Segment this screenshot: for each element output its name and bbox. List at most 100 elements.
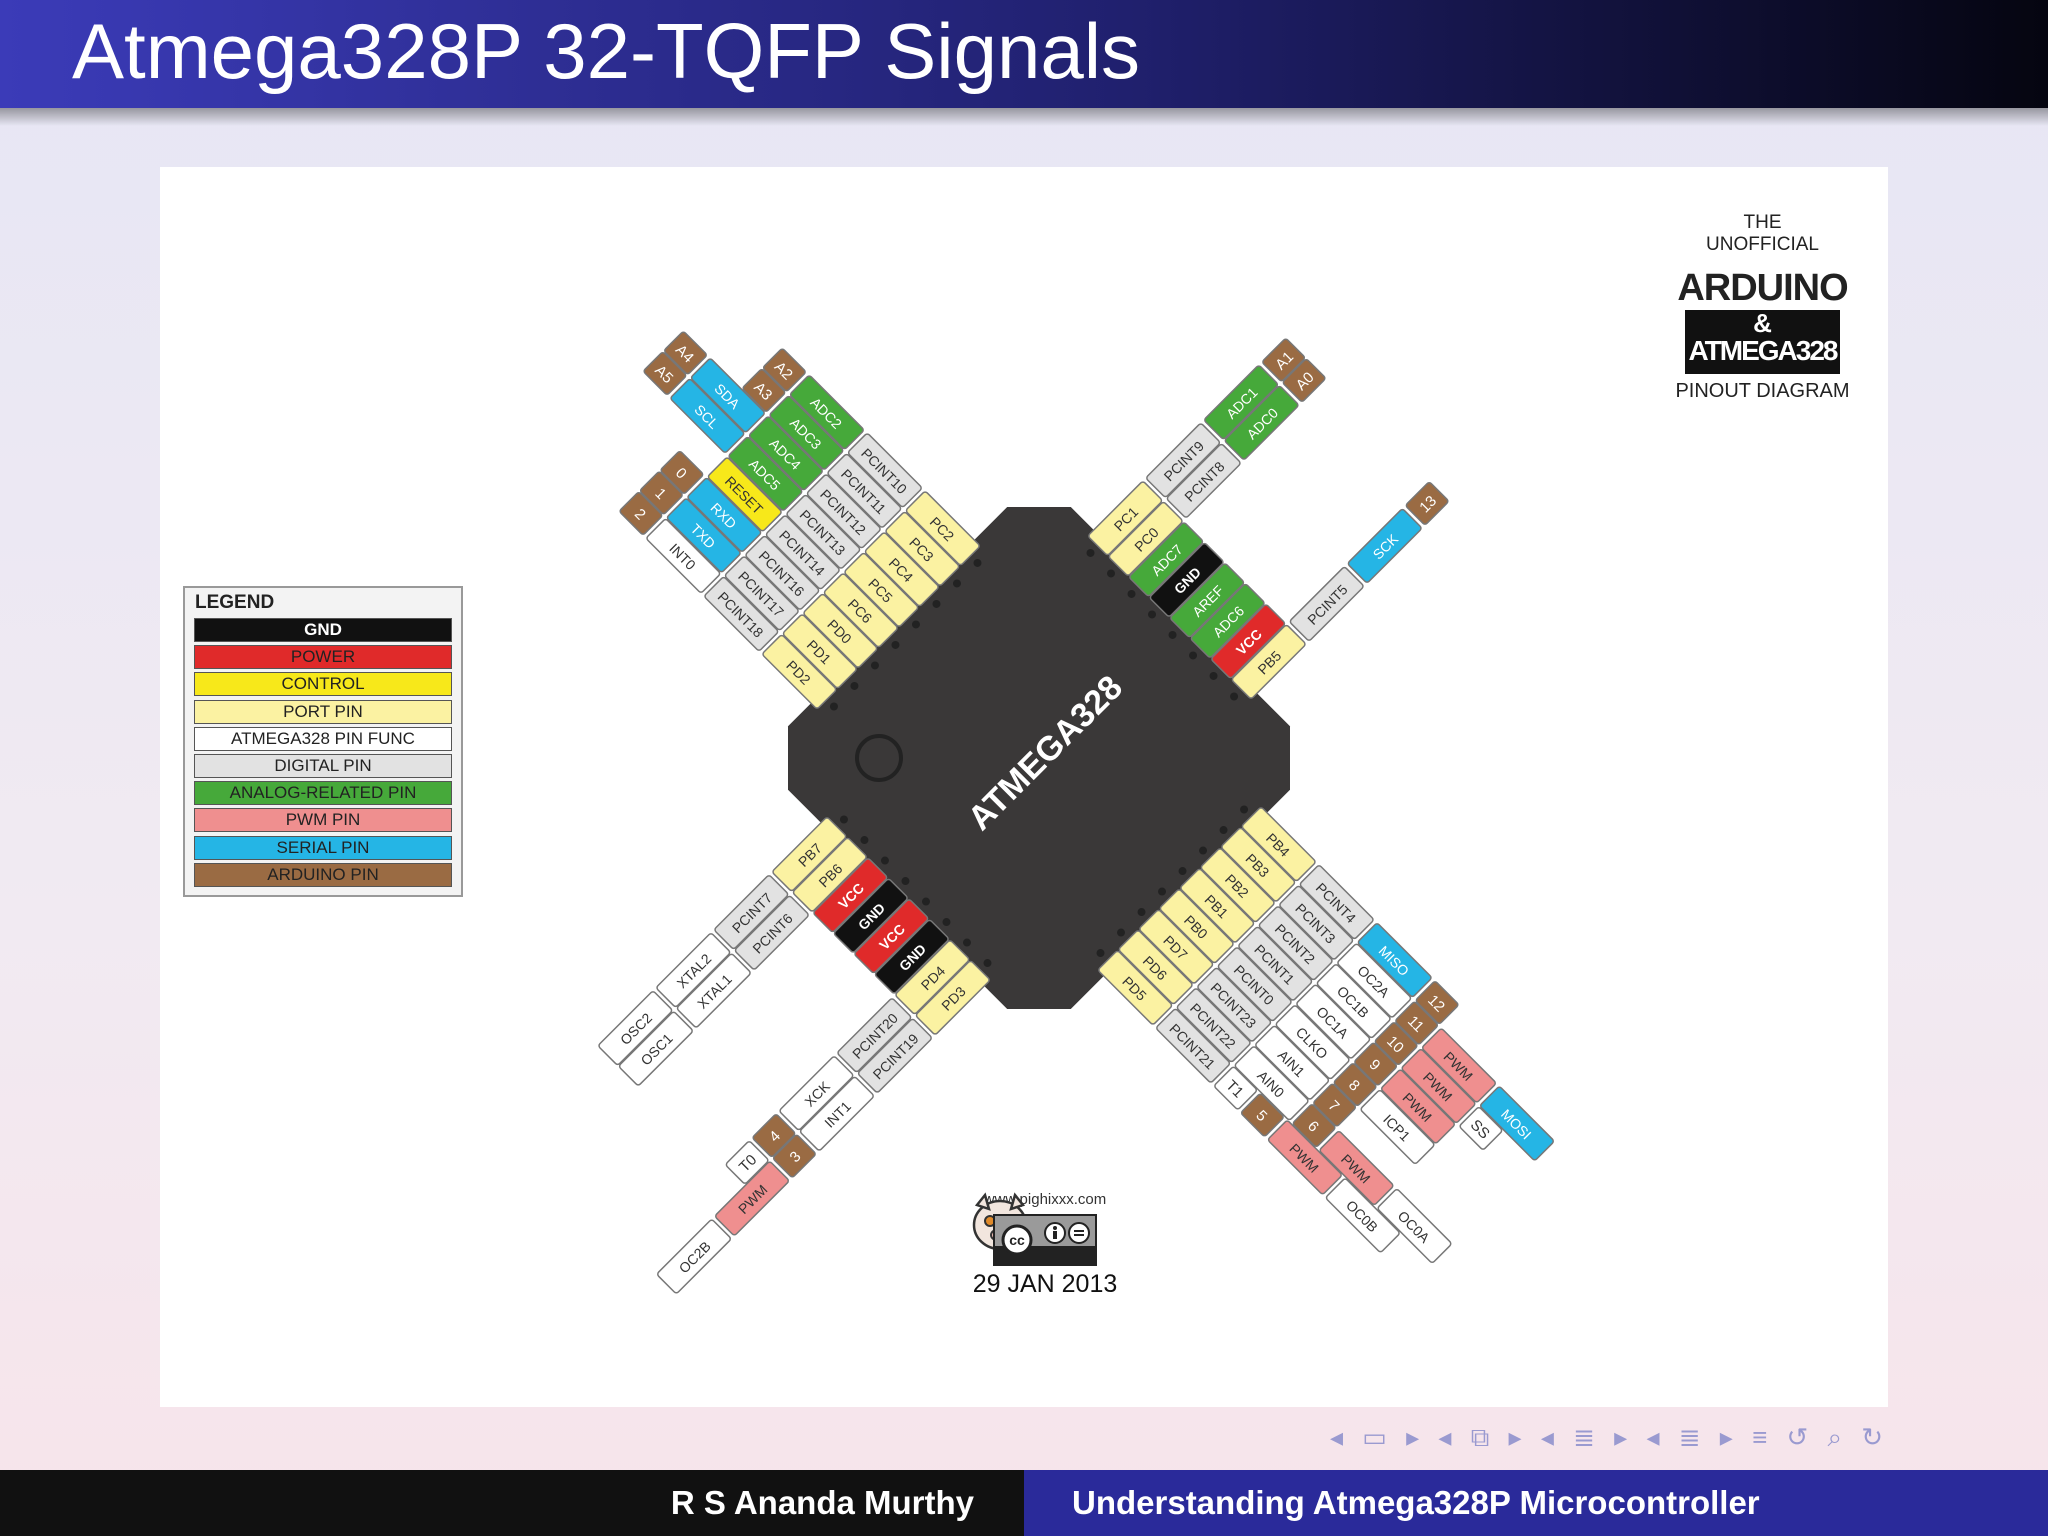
brand-pinout-diagram: PINOUT DIAGRAM [1675, 380, 1850, 402]
slide-title: Atmega328P 32-TQFP Signals [72, 7, 1141, 95]
align-icon[interactable]: ≡ [1752, 1422, 1768, 1452]
pin-label: PWM [1401, 1049, 1476, 1123]
pin-label: 1 [639, 471, 683, 515]
pin-label: SS [1459, 1106, 1503, 1150]
pin-label: 2 [619, 491, 663, 535]
brand-the: THE [1743, 212, 1782, 233]
cc-license-icon: cc [993, 1214, 1097, 1266]
pin-label: PB7 [772, 817, 847, 892]
title-shadow [0, 108, 2048, 126]
pin-label: TXD [666, 498, 741, 573]
pin-label: SCK [1347, 508, 1422, 583]
pin-label: 9 [1354, 1042, 1398, 1086]
pin-label: OC2B [657, 1219, 731, 1294]
pin-label: PB3 [1221, 827, 1296, 902]
pin-label: A1 [1262, 338, 1306, 382]
brand-arduino: ARDUINO [1677, 267, 1848, 309]
pin-label: 8 [1333, 1063, 1377, 1107]
next-arrow-icon[interactable]: ▸ [1508, 1422, 1522, 1452]
prev-arrow-icon[interactable]: ◂ [1438, 1422, 1452, 1452]
brand-ampersand: & [1753, 308, 1772, 338]
pin-label: PB0 [1159, 889, 1234, 964]
legend-item-serial: SERIAL PIN [194, 835, 452, 860]
pin-label: 5 [1240, 1093, 1284, 1137]
next-arrow-icon[interactable]: ▸ [1406, 1422, 1420, 1452]
next-arrow-icon[interactable]: ▸ [1719, 1422, 1733, 1452]
back-icon[interactable]: ↺ [1786, 1422, 1809, 1452]
footer-author-bar: R S Ananda Murthy [0, 1470, 1024, 1536]
prev-arrow-icon[interactable]: ◂ [1540, 1422, 1554, 1452]
legend-heading: LEGEND [195, 592, 275, 613]
prev-arrow-icon[interactable]: ◂ [1646, 1422, 1660, 1452]
pin-label: 6 [1292, 1104, 1336, 1148]
svg-text:cc: cc [1009, 1232, 1025, 1248]
credit-block: www.pighixxx.com cc 29 JAN 2013 [965, 1187, 1125, 1299]
pin-label: A3 [742, 368, 786, 412]
pin-label: 0 [660, 450, 704, 494]
legend-item-digital: DIGITAL PIN [194, 754, 452, 778]
pin-label: A4 [664, 331, 707, 375]
pin-label: PC0 [1108, 501, 1183, 576]
pin-label: 4 [752, 1114, 796, 1158]
pin-label: SCL [670, 378, 745, 453]
pin-label: T0 [725, 1141, 769, 1184]
next-arrow-icon[interactable]: ▸ [1614, 1422, 1628, 1452]
legend-item-pwm: PWM PIN [194, 808, 452, 833]
prev-arrow-icon[interactable]: ◂ [1330, 1422, 1344, 1452]
frame-icon[interactable]: ▭ [1362, 1422, 1387, 1452]
pin-label: PB2 [1200, 848, 1275, 923]
pin-label: ADC2 [789, 375, 864, 450]
search-icon[interactable]: ⌕ [1827, 1422, 1843, 1452]
pin-label: 11 [1395, 1001, 1439, 1045]
section-icon[interactable]: ≣ [1573, 1422, 1595, 1452]
pin-label: PC1 [1088, 481, 1163, 556]
pin-label: 12 [1415, 981, 1459, 1025]
pin-label: PB4 [1241, 807, 1316, 882]
subsection-icon[interactable]: ⧉ [1470, 1422, 1490, 1452]
pin-label: 13 [1405, 481, 1449, 525]
zoom-icon[interactable]: ↻ [1861, 1422, 1884, 1452]
legend-item-port: PORT PIN [194, 699, 452, 724]
pin-label: PD6 [1118, 930, 1193, 1005]
legend-item-arduino: ARDUINO PIN [194, 862, 452, 887]
pin-label: XCK [779, 1056, 854, 1131]
pin-label: PCINT1 [1238, 926, 1313, 1001]
brand-atmega-box: & ATMEGA328 [1685, 310, 1840, 374]
pin-label: 7 [1313, 1083, 1357, 1127]
legend-item-analog: ANALOG-RELATED PIN [194, 781, 452, 806]
footer-topic: Understanding Atmega328P Microcontroller [1072, 1484, 1760, 1521]
pin-label: PCINT18 [704, 576, 779, 651]
pin-label: PCINT17 [724, 556, 799, 631]
pin-label: VCC [813, 858, 888, 933]
pin-label: PD7 [1139, 909, 1214, 984]
pin-label: 3 [772, 1134, 816, 1178]
pin-label: PCINT13 [786, 494, 861, 569]
brand-unofficial: UNOFFICIAL [1706, 234, 1819, 255]
pin-label: PB6 [792, 837, 867, 912]
pin-label: T1 [1214, 1066, 1258, 1110]
pin-label: GND [833, 878, 908, 953]
pin-label: PCINT7 [714, 875, 789, 950]
section-icon[interactable]: ≣ [1678, 1422, 1701, 1452]
pin-label: A5 [643, 351, 687, 395]
legend-item-func: ATMEGA328 PIN FUNC [194, 726, 452, 751]
pin-label: SDA [690, 358, 765, 433]
pin-label: OC1A [1296, 984, 1371, 1059]
pin-label: A2 [762, 348, 806, 392]
pin-label: AIN1 [1255, 1025, 1330, 1100]
pin-label: PC5 [844, 552, 919, 627]
chip-body: ATMEGA328 [788, 507, 1290, 1009]
title-bar: Atmega328P 32-TQFP Signals [0, 0, 2048, 108]
pinout-svg: ATMEGA328PD2PCINT18INT02PD1PCINT17TXD1PD… [598, 331, 1554, 1294]
pin-label: PCINT5 [1289, 566, 1364, 641]
brand-block: THE UNOFFICIAL ARDUINO & ATMEGA328 PINOU… [1675, 212, 1850, 404]
legend-item-control: CONTROL [194, 672, 452, 697]
credit-date: 29 JAN 2013 [972, 1270, 1118, 1298]
pin-group-bottom-right: PB4PCINT4MISO12PB3PCINT3OC2A11PWMMOSIPB2… [1096, 805, 1554, 1263]
pin-label: A0 [1282, 358, 1326, 402]
footer-author: R S Ananda Murthy [670, 1484, 974, 1521]
beamer-nav-bar: ◂ ▭ ▸ ◂ ⧉ ▸ ◂ ≣ ▸ ◂ ≣ ▸ ≡ ↺ ⌕ ↻ [1330, 1422, 2030, 1458]
pin-label: PC2 [905, 491, 980, 566]
